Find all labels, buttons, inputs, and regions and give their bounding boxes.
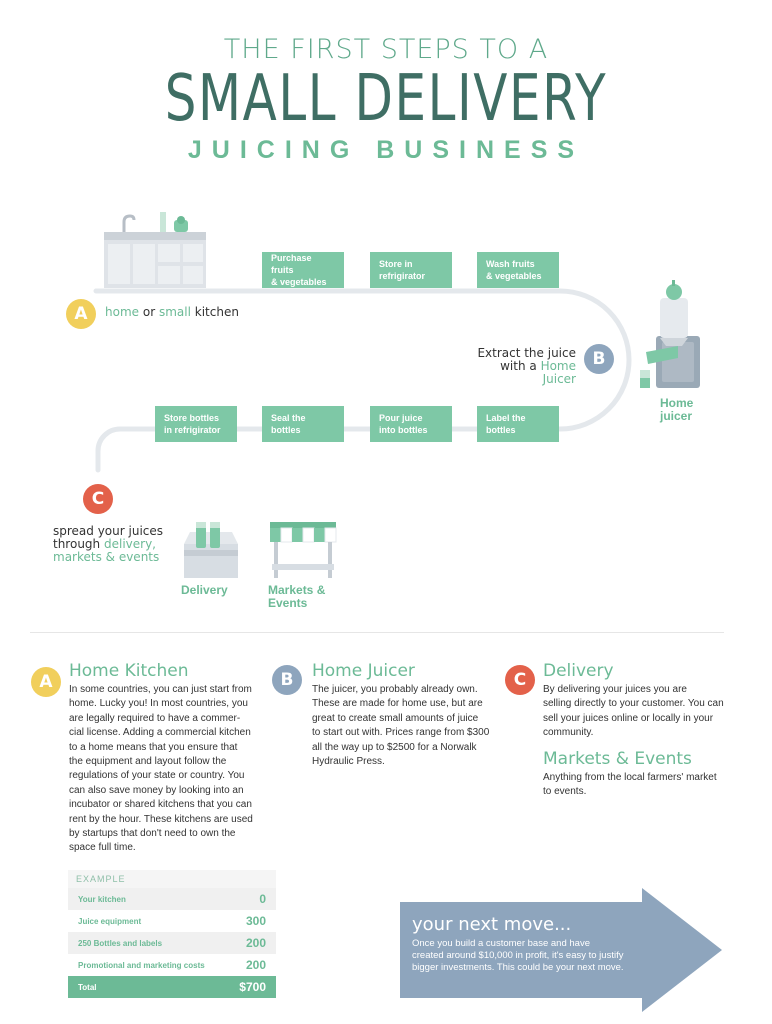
marker-a: A — [66, 299, 96, 329]
flow-label-b: Extract the juice with a Home Juicer — [477, 346, 576, 386]
kitchen-icon — [104, 212, 206, 288]
section-c-title: Delivery — [543, 661, 614, 681]
next-move-body: Once you build a customer base and have … — [412, 938, 624, 973]
title-line-3: JUICING BUSINESS — [187, 136, 585, 164]
title-line-2: SMALL DELIVERY — [164, 62, 608, 136]
step-wash-fruits: Wash fruits& vegetables — [477, 252, 559, 288]
marker-c: C — [83, 484, 113, 514]
delivery-label: Delivery — [181, 583, 228, 597]
section-b-marker: B — [272, 665, 302, 695]
flow-path — [93, 288, 632, 473]
example-heading: EXAMPLE — [68, 870, 276, 888]
next-move-title: your next move... — [412, 914, 572, 935]
section-b-body: The juicer, you probably already own.The… — [312, 684, 490, 768]
divider — [30, 632, 724, 633]
title-line-1: THE FIRST STEPS TO A — [223, 34, 549, 65]
section-c-title-2: Markets & Events — [543, 749, 692, 769]
flow-label-a: home or small kitchen — [105, 305, 239, 319]
section-a-body: In some countries, you can just start fr… — [69, 684, 253, 854]
section-c-marker: C — [505, 665, 535, 695]
section-a-title: Home Kitchen — [69, 661, 189, 681]
section-a-marker: A — [31, 667, 61, 697]
next-move-arrow — [400, 888, 722, 1012]
section-b-title: Home Juicer — [312, 661, 415, 681]
flow-label-c: spread your juices through delivery, mar… — [53, 524, 164, 564]
marker-b: B — [584, 344, 614, 374]
market-stall-icon — [270, 522, 337, 578]
markets-label: Markets &Events — [268, 583, 326, 610]
delivery-box-icon — [184, 522, 238, 578]
home-juicer-icon — [640, 280, 700, 388]
table-total-row: Total$700 — [68, 976, 276, 998]
step-purchase-fruits: Purchase fruits& vegetables — [262, 252, 344, 288]
